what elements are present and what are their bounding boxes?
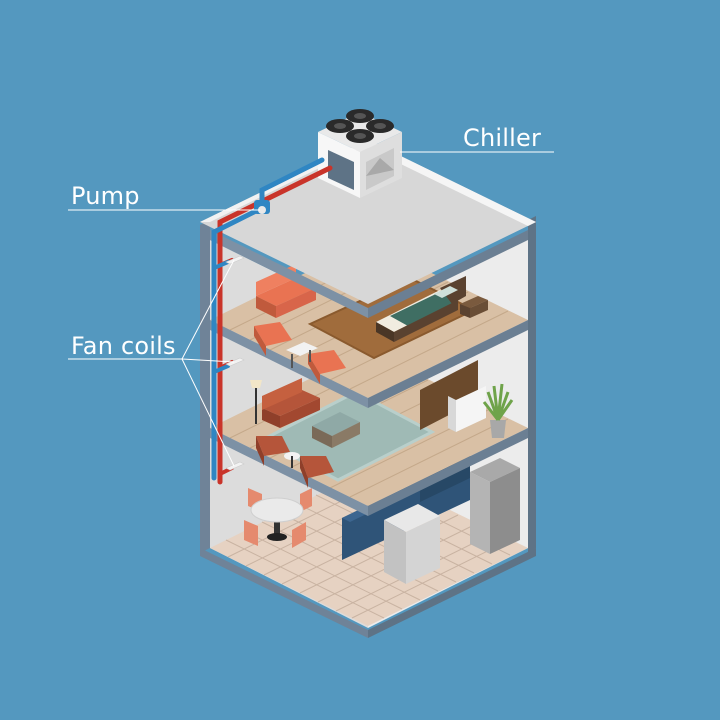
living-sofa xyxy=(262,378,320,428)
dining-set xyxy=(244,488,312,548)
fan-coil-units xyxy=(225,255,245,471)
pump-label: Pump xyxy=(71,182,140,210)
bed xyxy=(376,276,466,342)
floor-lamp xyxy=(250,380,262,424)
pump xyxy=(254,200,270,214)
armchairs-second-floor xyxy=(256,436,334,488)
coffee-table xyxy=(312,412,360,448)
bookshelf xyxy=(420,360,486,432)
refrigerator xyxy=(470,458,520,554)
chiller-label: Chiller xyxy=(463,124,542,152)
callout-lines xyxy=(68,151,554,467)
nightstand xyxy=(460,296,488,318)
potted-plant xyxy=(482,383,514,438)
chiller-unit xyxy=(318,109,402,198)
fan-coils-label: Fan coils xyxy=(71,332,176,360)
